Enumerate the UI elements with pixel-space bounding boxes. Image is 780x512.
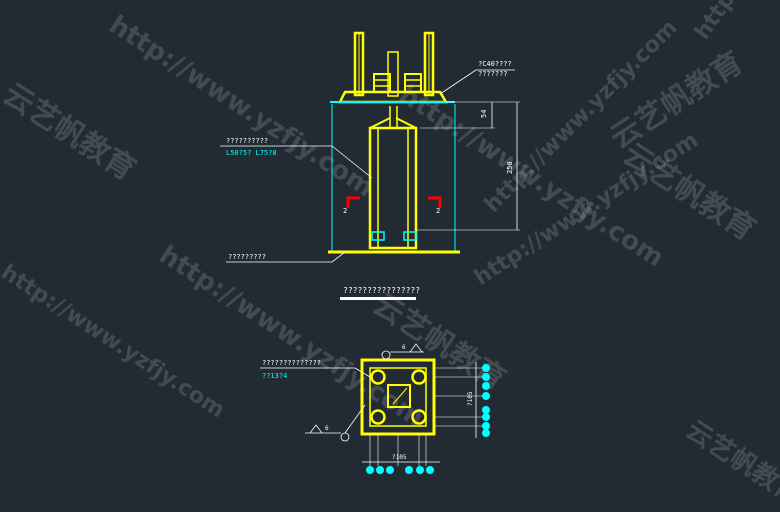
weld-mark-left <box>371 231 385 241</box>
weld-tag-bottom: 6 <box>325 425 329 432</box>
grid-bubble <box>386 466 394 474</box>
grid-bubble <box>482 406 490 414</box>
section-title: ???????????????? <box>343 286 420 295</box>
structural-detail-svg: 2 2 ?C40???? ??????? ?????????? L50?5? L… <box>220 31 520 474</box>
section-marker-right <box>428 196 442 208</box>
bolt-hole <box>370 409 386 425</box>
section-title-group: ???????????????? <box>340 286 420 300</box>
grid-bubble <box>482 373 490 381</box>
section-marker-left-num: 2 <box>343 207 347 215</box>
opening-diagonal <box>392 387 408 405</box>
angle-label: ?????????? <box>226 137 268 145</box>
nut-right <box>404 73 422 93</box>
weld-leader <box>344 404 366 434</box>
grid-bubble <box>405 466 413 474</box>
leader-angle-tail <box>331 145 373 179</box>
section-marker-right-num: 2 <box>436 207 440 215</box>
leader-plate <box>439 69 477 95</box>
bolt-hole <box>411 369 427 385</box>
plan-label-2: ??13?4 <box>262 372 287 380</box>
angle-cap-left <box>369 117 391 129</box>
bolt-hole <box>370 369 386 385</box>
grid-bubble <box>376 466 384 474</box>
plate-label: ?C40???? <box>478 60 512 68</box>
angle-cap-right <box>395 117 417 129</box>
grid-bubbles-right <box>482 364 490 437</box>
plan-view: ?????????????? ??13?4 6 6 ?105 <box>260 343 490 474</box>
grid-bubble <box>482 422 490 430</box>
base-plate-inner <box>369 367 427 427</box>
leader-plan-tail <box>354 367 371 378</box>
angle-frame-inner <box>377 127 409 249</box>
base-label: ????????? <box>228 253 266 261</box>
center-opening <box>387 384 411 408</box>
plate-label-2: ??????? <box>478 70 508 78</box>
dim-side-text: ?105 <box>467 391 474 406</box>
grid-bubble <box>416 466 424 474</box>
grid-bubble <box>482 364 490 372</box>
section-title-underline <box>340 297 416 300</box>
plan-label: ?????????????? <box>262 359 321 367</box>
weld-mark-right <box>403 231 417 241</box>
weld-symbol-circle <box>340 432 350 442</box>
leader-base-tail <box>331 251 346 263</box>
section-marker-left <box>346 196 360 208</box>
weld-tag-top: 6 <box>402 344 406 351</box>
grid-bubble <box>482 413 490 421</box>
angle-frame <box>368 126 418 250</box>
dim-bottom-text: ?105 <box>392 454 407 461</box>
elevation-view: 2 2 ?C40???? ??????? ?????????? L50?5? L… <box>220 31 520 263</box>
grid-bubble <box>482 382 490 390</box>
grid-bubble <box>366 466 374 474</box>
grid-bubbles-bottom <box>366 466 434 474</box>
bolt-hole <box>411 409 427 425</box>
dim-total-text: 250 <box>506 161 514 174</box>
weld-symbol-triangle <box>409 343 423 353</box>
weld-symbol-circle <box>381 350 391 360</box>
grid-bubble <box>482 429 490 437</box>
grid-bubble <box>482 392 490 400</box>
angle-spec: L50?5? L75?8 <box>226 149 277 157</box>
weld-symbol-triangle <box>309 424 323 434</box>
dim-top-text: 54 <box>480 110 488 118</box>
grid-bubble <box>426 466 434 474</box>
